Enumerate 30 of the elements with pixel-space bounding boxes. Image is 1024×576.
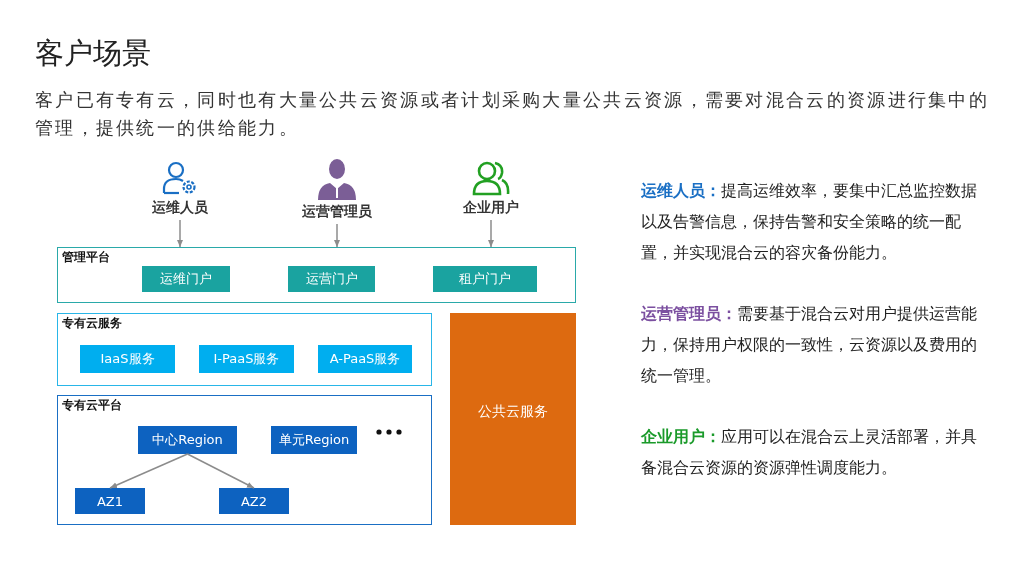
region-box: 中心Region — [138, 426, 237, 454]
service-box: IaaS服务 — [80, 345, 175, 373]
zone-box: AZ2 — [219, 488, 289, 514]
title: 客户场景 — [35, 35, 151, 72]
arrow — [186, 453, 255, 489]
arrow — [109, 453, 189, 489]
arrow — [177, 219, 183, 248]
platform-panel — [57, 247, 576, 303]
role-label: 企业用户 — [463, 199, 519, 217]
panel-title: 专有云服务 — [62, 316, 122, 331]
public-cloud-box: 公共云服务 — [450, 313, 576, 525]
panel-title: 管理平台 — [62, 250, 110, 265]
arrow — [334, 223, 340, 248]
panel-title: 专有云平台 — [62, 398, 122, 413]
portal-box: 运维门户 — [142, 266, 230, 292]
service-box: I-PaaS服务 — [199, 345, 294, 373]
platform-panel — [57, 395, 432, 525]
portal-box: 租户门户 — [433, 266, 537, 292]
role-label: 运维人员 — [152, 199, 208, 217]
service-panel — [57, 313, 432, 386]
zone-box: AZ1 — [75, 488, 145, 514]
role-description: 运营管理员：需要基于混合云对用户提供运营能力，保持用户权限的一致性，云资源以及费用的统一管理。 — [641, 303, 977, 387]
arrow — [488, 219, 494, 248]
role-description: 运维人员：提高运维效率，要集中汇总监控数据以及告警信息，保持告警和安全策略的统一配置，并实现混合云的容灾备份能力。 — [641, 180, 977, 264]
role-description: 企业用户：应用可以在混合云上灵活部署，并具备混合云资源的资源弹性调度能力。 — [641, 426, 977, 479]
description: 客户已有专有云，同时也有大量公共云资源或者计划采购大量公共云资源，需要对混合云的资源进行集中的管理，提供统一的供给能力。 — [35, 88, 991, 140]
role-label: 运营管理员 — [302, 203, 372, 221]
service-box: A-PaaS服务 — [318, 345, 412, 373]
region-box: 单元Region — [271, 426, 357, 454]
portal-box: 运营门户 — [288, 266, 375, 292]
